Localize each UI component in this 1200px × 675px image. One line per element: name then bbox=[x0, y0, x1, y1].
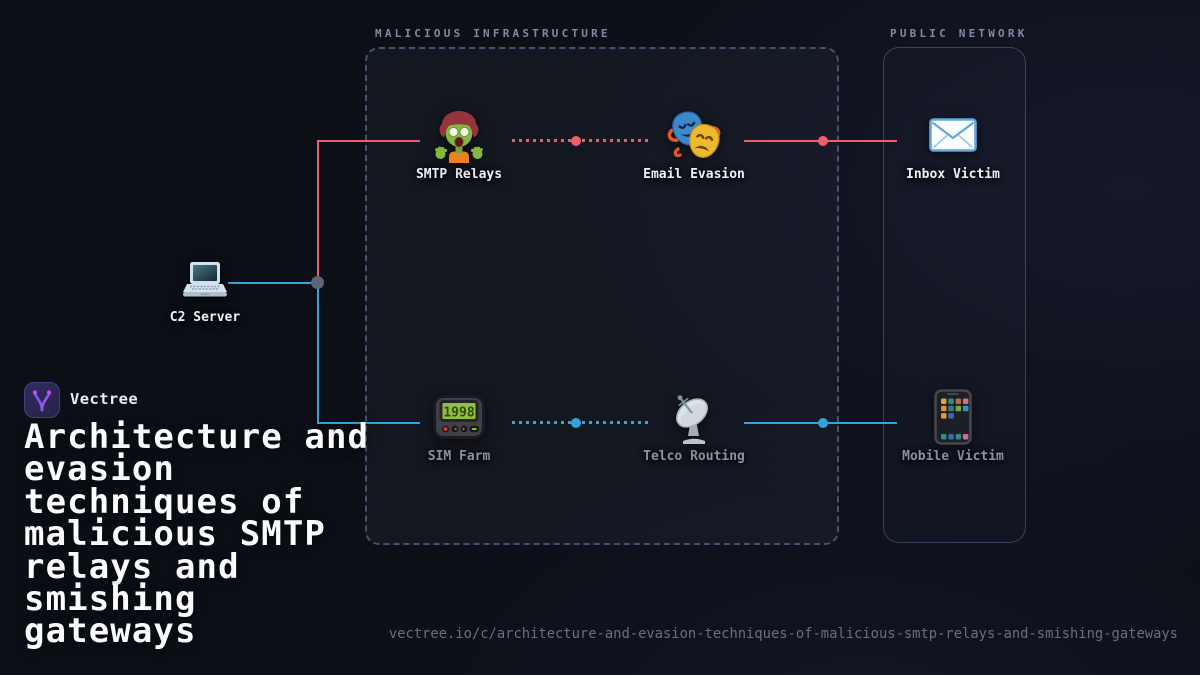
node-label-smtp-relays: SMTP Relays bbox=[415, 167, 503, 182]
node-label-telco-routing: Telco Routing bbox=[643, 449, 745, 464]
pager-screen-text: 1998 bbox=[443, 406, 474, 421]
node-label-mobile-victim: Mobile Victim bbox=[902, 449, 1004, 464]
edge-sim-to-telco-dotted bbox=[512, 421, 652, 424]
zombie-icon bbox=[431, 107, 487, 163]
node-c2-server: C2 Server bbox=[145, 256, 265, 326]
node-smtp-relays: SMTP Relays bbox=[399, 107, 519, 183]
edge-c2-to-sim-horizontal bbox=[317, 422, 420, 424]
c2-branch-junction-dot bbox=[311, 276, 324, 289]
laptop-icon bbox=[181, 256, 229, 304]
node-label-inbox-victim: Inbox Victim bbox=[906, 167, 1000, 182]
edge-c2-out-horizontal bbox=[228, 282, 318, 284]
edge-c2-to-smtp-horizontal bbox=[317, 140, 420, 142]
group-box-public-network bbox=[883, 47, 1026, 543]
node-sim-farm: 1998 SIM Farm bbox=[399, 389, 519, 465]
node-inbox-victim: Inbox Victim bbox=[893, 107, 1013, 183]
node-email-evasion: Email Evasion bbox=[634, 107, 754, 183]
edge-sim-to-telco-dot bbox=[571, 418, 581, 428]
brand-name: Vectree bbox=[70, 390, 139, 408]
page-title: Architecture and evasion techniques of m… bbox=[24, 417, 370, 652]
edge-smtp-to-email-dotted bbox=[512, 139, 652, 142]
node-label-email-evasion: Email Evasion bbox=[643, 167, 745, 182]
group-label-malicious-infrastructure: MALICIOUS INFRASTRUCTURE bbox=[375, 27, 611, 40]
envelope-icon bbox=[929, 107, 977, 163]
node-label-sim-farm: SIM Farm bbox=[427, 449, 491, 464]
pager-icon: 1998 bbox=[433, 389, 485, 445]
satellite-dish-icon bbox=[666, 389, 722, 445]
edge-c2-to-sim-vertical bbox=[317, 283, 319, 423]
group-label-public-network: PUBLIC NETWORK bbox=[890, 27, 1028, 40]
edge-telco-to-mobile-dot bbox=[818, 418, 828, 428]
edge-email-to-inbox-dot bbox=[818, 136, 828, 146]
mobile-phone-icon bbox=[934, 389, 972, 445]
node-mobile-victim: Mobile Victim bbox=[893, 389, 1013, 465]
performing-arts-masks-icon bbox=[664, 107, 724, 163]
node-telco-routing: Telco Routing bbox=[634, 389, 754, 465]
node-label-c2-server: C2 Server bbox=[169, 310, 241, 325]
footer-url: vectree.io/c/architecture-and-evasion-te… bbox=[388, 626, 1178, 642]
vectree-logo-icon bbox=[24, 382, 60, 418]
edge-smtp-to-email-dot bbox=[571, 136, 581, 146]
edge-c2-to-smtp-vertical bbox=[317, 140, 319, 283]
